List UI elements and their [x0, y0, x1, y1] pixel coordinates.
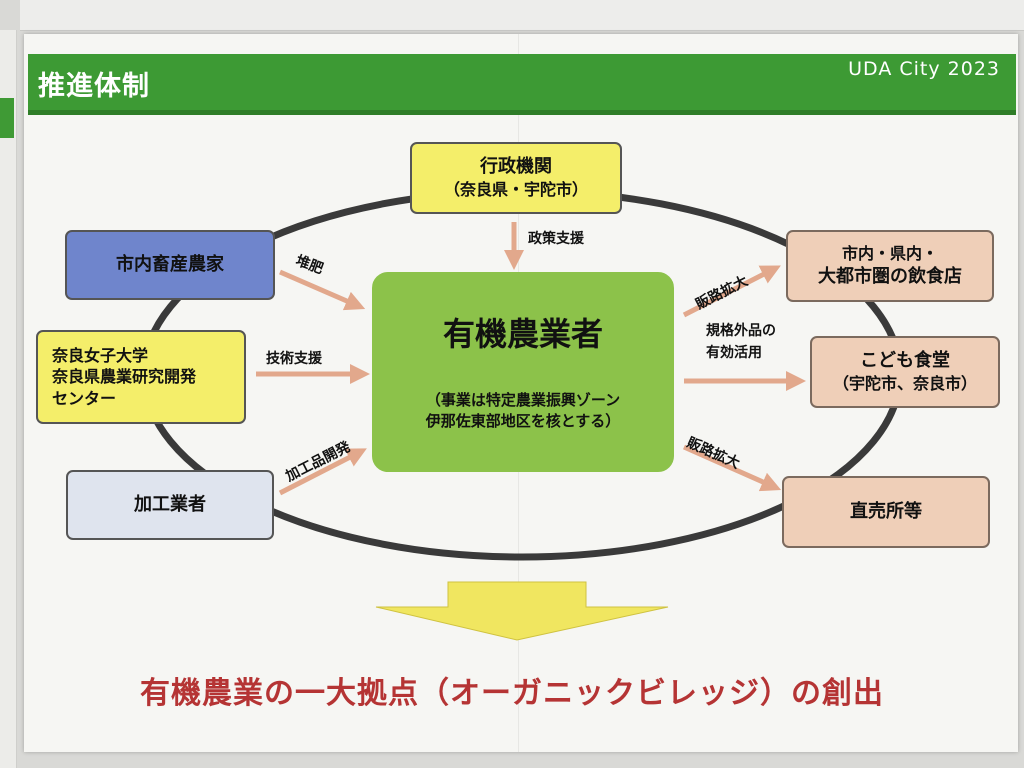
kids-cafeteria-box: こども食堂 （宇陀市、奈良市）: [810, 336, 1000, 408]
research-line2: 奈良県農業研究開発: [52, 367, 197, 387]
organic-farmers-note-1: （事業は特定農業振興ゾーン: [425, 391, 621, 410]
government-title: 行政機関: [480, 156, 552, 178]
research-box: 奈良女子大学 奈良県農業研究開発 センター: [36, 330, 246, 424]
adjacent-poster-edge: [0, 30, 17, 768]
arrow-compost: [279, 269, 366, 311]
kids-cafeteria-subtitle: （宇陀市、奈良市）: [832, 374, 977, 394]
restaurants-box: 市内・県内・ 大都市圏の飲食店: [786, 230, 994, 302]
restaurants-line1: 市内・県内・: [841, 244, 938, 264]
organic-farmers-note-2: 伊那佐東部地区を核とする）: [425, 411, 621, 430]
processors-label: 加工業者: [134, 493, 206, 515]
conclusion-banner: 有機農業の一大拠点（オーガニックビレッジ）の創出: [140, 676, 884, 711]
kids-cafeteria-title: こども食堂: [860, 350, 950, 372]
livestock-farmers-label: 市内畜産農家: [116, 253, 224, 275]
arrow-product-dev: [278, 448, 367, 496]
government-subtitle: （奈良県・宇陀市）: [443, 180, 588, 200]
restaurants-line2: 大都市圏の飲食店: [818, 265, 962, 287]
brand-label: UDA City 2023: [848, 58, 1000, 80]
label-nonstandard-1: 規格外品の: [706, 323, 776, 339]
organic-farmers-title: 有機農業者: [442, 315, 603, 354]
organic-farmers-box: 有機農業者 （事業は特定農業振興ゾーン 伊那佐東部地区を核とする）: [372, 272, 674, 472]
processors-box: 加工業者: [66, 470, 274, 540]
research-line3: センター: [52, 388, 117, 408]
government-box: 行政機関 （奈良県・宇陀市）: [410, 142, 622, 214]
big-down-arrow: [375, 581, 669, 641]
arrow-sales-bottom: [682, 444, 782, 492]
page-title: 推進体制: [38, 71, 150, 102]
label-policy-support: 政策支援: [528, 231, 584, 247]
label-tech-support: 技術支援: [266, 351, 322, 367]
arrow-sales-top: [682, 265, 781, 318]
header-bar: [28, 54, 1016, 115]
label-nonstandard-2: 有効活用: [706, 345, 762, 361]
direct-sales-box: 直売所等: [782, 476, 990, 548]
direct-sales-label: 直売所等: [850, 500, 922, 522]
livestock-farmers-box: 市内畜産農家: [65, 230, 275, 300]
research-line1: 奈良女子大学: [52, 345, 149, 365]
wall-background: [20, 0, 1024, 31]
